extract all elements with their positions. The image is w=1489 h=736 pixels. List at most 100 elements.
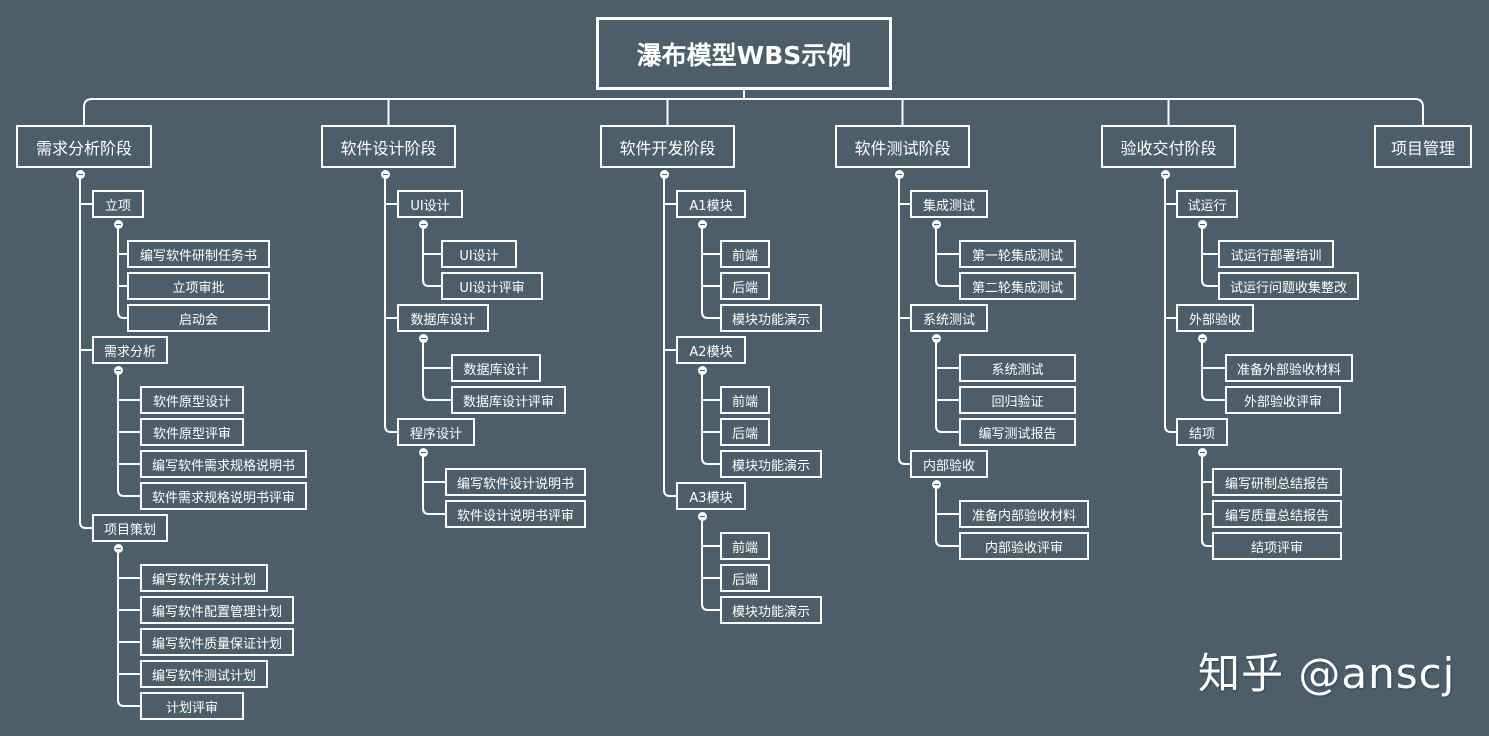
group-node[interactable]: 需求分析 — [92, 336, 168, 364]
group-node[interactable]: 程序设计 — [397, 418, 475, 446]
group-node[interactable]: A3模块 — [676, 482, 746, 510]
collapse-toggle[interactable] — [113, 219, 123, 229]
phase-node[interactable]: 软件设计阶段 — [321, 125, 456, 168]
task-node[interactable]: 软件原型评审 — [140, 418, 244, 446]
collapse-toggle[interactable] — [1197, 219, 1207, 229]
watermark: 知乎 @anscj — [1198, 649, 1456, 698]
task-node[interactable]: 数据库设计 — [451, 354, 541, 382]
collapse-toggle[interactable] — [659, 169, 669, 179]
group-node[interactable]: 立项 — [92, 190, 144, 218]
item-connector — [1201, 539, 1212, 547]
task-node[interactable]: 前端 — [720, 240, 770, 268]
task-node[interactable]: 启动会 — [127, 304, 270, 332]
group-node[interactable]: 试运行 — [1176, 190, 1238, 218]
collapse-toggle[interactable] — [1160, 169, 1170, 179]
item-connector — [1201, 393, 1225, 401]
item-connector — [935, 425, 959, 433]
collapse-toggle[interactable] — [697, 365, 707, 375]
group-node[interactable]: 内部验收 — [910, 450, 988, 478]
task-node[interactable]: 第一轮集成测试 — [959, 240, 1076, 268]
group-node[interactable]: 系统测试 — [910, 304, 988, 332]
task-node[interactable]: 模块功能演示 — [720, 450, 822, 478]
task-node[interactable]: 模块功能演示 — [720, 596, 822, 624]
group-node[interactable]: A2模块 — [676, 336, 746, 364]
collapse-toggle[interactable] — [697, 511, 707, 521]
task-node[interactable]: 前端 — [720, 532, 770, 560]
task-node[interactable]: 系统测试 — [959, 354, 1076, 382]
task-node[interactable]: 编写软件测试计划 — [140, 660, 268, 688]
item-connector — [935, 279, 959, 287]
task-node[interactable]: 后端 — [720, 272, 770, 300]
task-node[interactable]: 回归验证 — [959, 386, 1076, 414]
task-node[interactable]: 后端 — [720, 418, 770, 446]
collapse-toggle[interactable] — [75, 169, 85, 179]
task-node[interactable]: 软件设计说明书评审 — [445, 500, 586, 528]
task-node[interactable]: UI设计评审 — [441, 272, 543, 300]
task-node[interactable]: 编写研制总结报告 — [1212, 468, 1342, 496]
collapse-toggle[interactable] — [418, 447, 428, 457]
collapse-toggle[interactable] — [418, 219, 428, 229]
task-node[interactable]: 试运行问题收集整改 — [1218, 272, 1359, 300]
item-connector — [422, 507, 445, 515]
collapse-toggle[interactable] — [1197, 447, 1207, 457]
task-node[interactable]: 软件原型设计 — [140, 386, 244, 414]
task-node[interactable]: 编写软件需求规格说明书 — [140, 450, 307, 478]
task-node[interactable]: 结项评审 — [1212, 532, 1342, 560]
collapse-toggle[interactable] — [113, 543, 123, 553]
phase-node[interactable]: 软件开发阶段 — [600, 125, 735, 168]
group-connector — [1164, 425, 1176, 433]
task-node[interactable]: 后端 — [720, 564, 770, 592]
group-connector — [898, 457, 910, 465]
task-node[interactable]: 编写软件设计说明书 — [445, 468, 586, 496]
task-node[interactable]: 编写软件质量保证计划 — [140, 628, 294, 656]
item-connector — [1201, 279, 1218, 287]
collapse-toggle[interactable] — [931, 219, 941, 229]
task-node[interactable]: 内部验收评审 — [959, 532, 1089, 560]
item-connector — [701, 457, 720, 465]
group-node[interactable]: 项目策划 — [92, 514, 168, 542]
phase-node[interactable]: 软件测试阶段 — [835, 125, 970, 168]
task-node[interactable]: 编写软件研制任务书 — [127, 240, 270, 268]
diagram-title[interactable]: 瀑布模型WBS示例 — [596, 17, 892, 90]
group-node[interactable]: 集成测试 — [910, 190, 988, 218]
task-node[interactable]: 软件需求规格说明书评审 — [140, 482, 307, 510]
task-node[interactable]: 编写软件配置管理计划 — [140, 596, 294, 624]
task-node[interactable]: 前端 — [720, 386, 770, 414]
item-connector — [422, 279, 441, 287]
task-node[interactable]: 编写质量总结报告 — [1212, 500, 1342, 528]
task-node[interactable]: 模块功能演示 — [720, 304, 822, 332]
item-connector — [422, 393, 451, 401]
collapse-toggle[interactable] — [931, 479, 941, 489]
group-node[interactable]: UI设计 — [397, 190, 463, 218]
task-node[interactable]: 计划评审 — [140, 692, 244, 720]
task-node[interactable]: 试运行部署培训 — [1218, 240, 1334, 268]
task-node[interactable]: 外部验收评审 — [1225, 386, 1341, 414]
task-node[interactable]: 第二轮集成测试 — [959, 272, 1076, 300]
group-connector — [384, 425, 397, 433]
group-node[interactable]: 结项 — [1176, 418, 1228, 446]
group-node[interactable]: 外部验收 — [1176, 304, 1254, 332]
collapse-toggle[interactable] — [697, 219, 707, 229]
task-node[interactable]: 准备内部验收材料 — [959, 500, 1089, 528]
item-connector — [935, 539, 959, 547]
group-node[interactable]: 数据库设计 — [397, 304, 489, 332]
task-node[interactable]: 数据库设计评审 — [451, 386, 566, 414]
task-node[interactable]: 编写测试报告 — [959, 418, 1076, 446]
collapse-toggle[interactable] — [418, 333, 428, 343]
phase-node[interactable]: 项目管理 — [1374, 125, 1472, 168]
item-connector — [117, 311, 127, 319]
group-node[interactable]: A1模块 — [676, 190, 746, 218]
item-connector — [117, 699, 140, 707]
group-connector — [79, 521, 92, 529]
collapse-toggle[interactable] — [1197, 333, 1207, 343]
task-node[interactable]: 立项审批 — [127, 272, 270, 300]
collapse-toggle[interactable] — [113, 365, 123, 375]
task-node[interactable]: 准备外部验收材料 — [1225, 354, 1353, 382]
collapse-toggle[interactable] — [894, 169, 904, 179]
phase-node[interactable]: 需求分析阶段 — [16, 125, 152, 168]
task-node[interactable]: UI设计 — [441, 240, 517, 268]
collapse-toggle[interactable] — [380, 169, 390, 179]
task-node[interactable]: 编写软件开发计划 — [140, 564, 268, 592]
collapse-toggle[interactable] — [931, 333, 941, 343]
phase-node[interactable]: 验收交付阶段 — [1101, 125, 1236, 168]
